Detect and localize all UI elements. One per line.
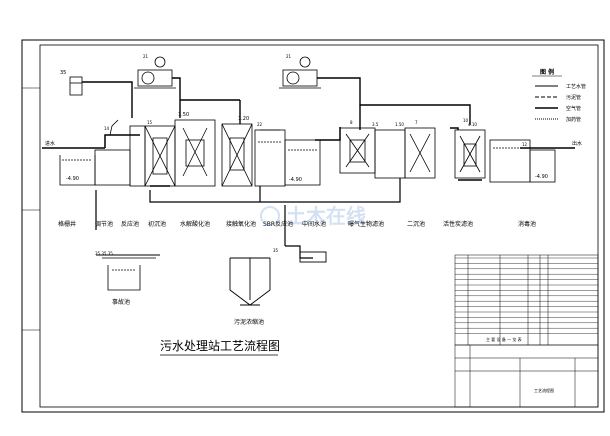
label-disinfection: 消毒池 [518,220,536,228]
inner-frame [39,44,599,408]
svg-text:土木在线: 土木在线 [286,204,366,228]
label-contact-oxidation: 接触氧化池 [226,220,256,228]
schedule-rows [455,257,598,334]
svg-text:1.50: 1.50 [178,112,189,118]
label-secondary: 二沉池 [407,220,425,228]
label-sbr: SBR反应池 [263,220,293,228]
svg-text:21: 21 [143,54,149,59]
svg-text:15: 15 [147,120,153,125]
svg-text:-4.90: -4.90 [535,174,548,180]
svg-text:-4.90: -4.90 [289,177,302,183]
svg-text:14: 14 [104,126,110,131]
legend-label-air: 空气管 [566,105,581,112]
unit-grit-equalization: -4.90 [59,119,131,186]
sludge-pipe-network [95,178,401,259]
inlet-label: 进水 [45,140,55,147]
equipment-callouts: 21 21 14 15 22 8 7 10 12 [104,54,528,147]
watermark: 土木在线 [260,204,366,228]
label-grit-chamber: 格栅井 [58,220,76,228]
legend-label-sludge: 污泥管 [566,94,581,101]
title-block [454,344,599,408]
svg-text:4.10: 4.10 [468,122,477,127]
unit-sludge-thickener: 35 [229,248,327,306]
blower-right [279,56,321,89]
blower-left [134,56,176,89]
unit-reaction-tank [129,125,176,187]
svg-text:12: 12 [522,142,528,147]
unit-sbr-reactor [254,129,286,187]
svg-text:8: 8 [350,120,353,125]
label-baf: 曝气生物滤池 [348,220,384,228]
label-reaction: 反应池 [121,220,139,228]
sheet-name: 工艺流程图 [534,387,554,393]
air-pipe-network [82,77,471,130]
svg-text:-4.90: -4.90 [66,176,79,182]
equipment-schedule [454,254,599,346]
unit-baf: 3.5 [339,122,379,174]
schedule-footer: 主 要 设 备 一 览 表 [486,336,522,342]
legend-label-process-water: 工艺水管 [566,83,586,90]
svg-text:35: 35 [273,248,279,253]
svg-text:22: 22 [257,122,263,127]
svg-text:35 35 35: 35 35 35 [95,251,113,256]
unit-intermediate-tank: -4.90 [284,139,321,186]
main-water-line [42,127,575,149]
legend-heading: 图 例 [540,68,554,76]
unit-accident-pool: 35 35 35 [95,251,156,291]
svg-text:1.50: 1.50 [395,122,404,127]
label-carbon-filter: 活性炭滤池 [443,220,473,228]
label-hydrolysis: 水解酸化池 [180,220,210,228]
label-primary: 初沉池 [148,220,166,228]
svg-text:3.5: 3.5 [372,122,379,127]
unit-labels: 格栅井 调节池 反应池 初沉池 水解酸化池 接触氧化池 SBR反应池 中间水池 … [58,220,536,326]
label-intermediate: 中间水池 [302,220,326,228]
svg-text:21: 21 [286,54,292,59]
unit-disinfection: -4.90 [489,139,556,183]
svg-text:10: 10 [463,118,469,123]
legend-label-dosing: 加药管 [566,116,581,123]
unit-secondary-clarifier: 1.50 [374,122,436,179]
label-equalization: 调节池 [95,220,113,228]
legend: 图 例 工艺水管 污泥管 空气管 加药管 [532,68,586,123]
unit-contact-oxidation: 1.20 [221,116,253,187]
drawing-title: 污水处理站工艺流程图 [160,338,280,353]
svg-text:35: 35 [60,70,66,76]
label-accident-pool: 事故池 [112,298,130,306]
unit-carbon-filter: 4.10 [454,122,486,181]
svg-text:1.20: 1.20 [238,116,249,122]
outer-frame [21,39,605,413]
svg-text:7: 7 [415,120,418,125]
label-sludge-thickener: 污泥浓缩池 [234,318,264,326]
outlet-label: 出水 [572,140,582,147]
dosing-unit: 35 [60,70,83,96]
unit-hydrolysis-tank: 1.50 [174,112,216,187]
